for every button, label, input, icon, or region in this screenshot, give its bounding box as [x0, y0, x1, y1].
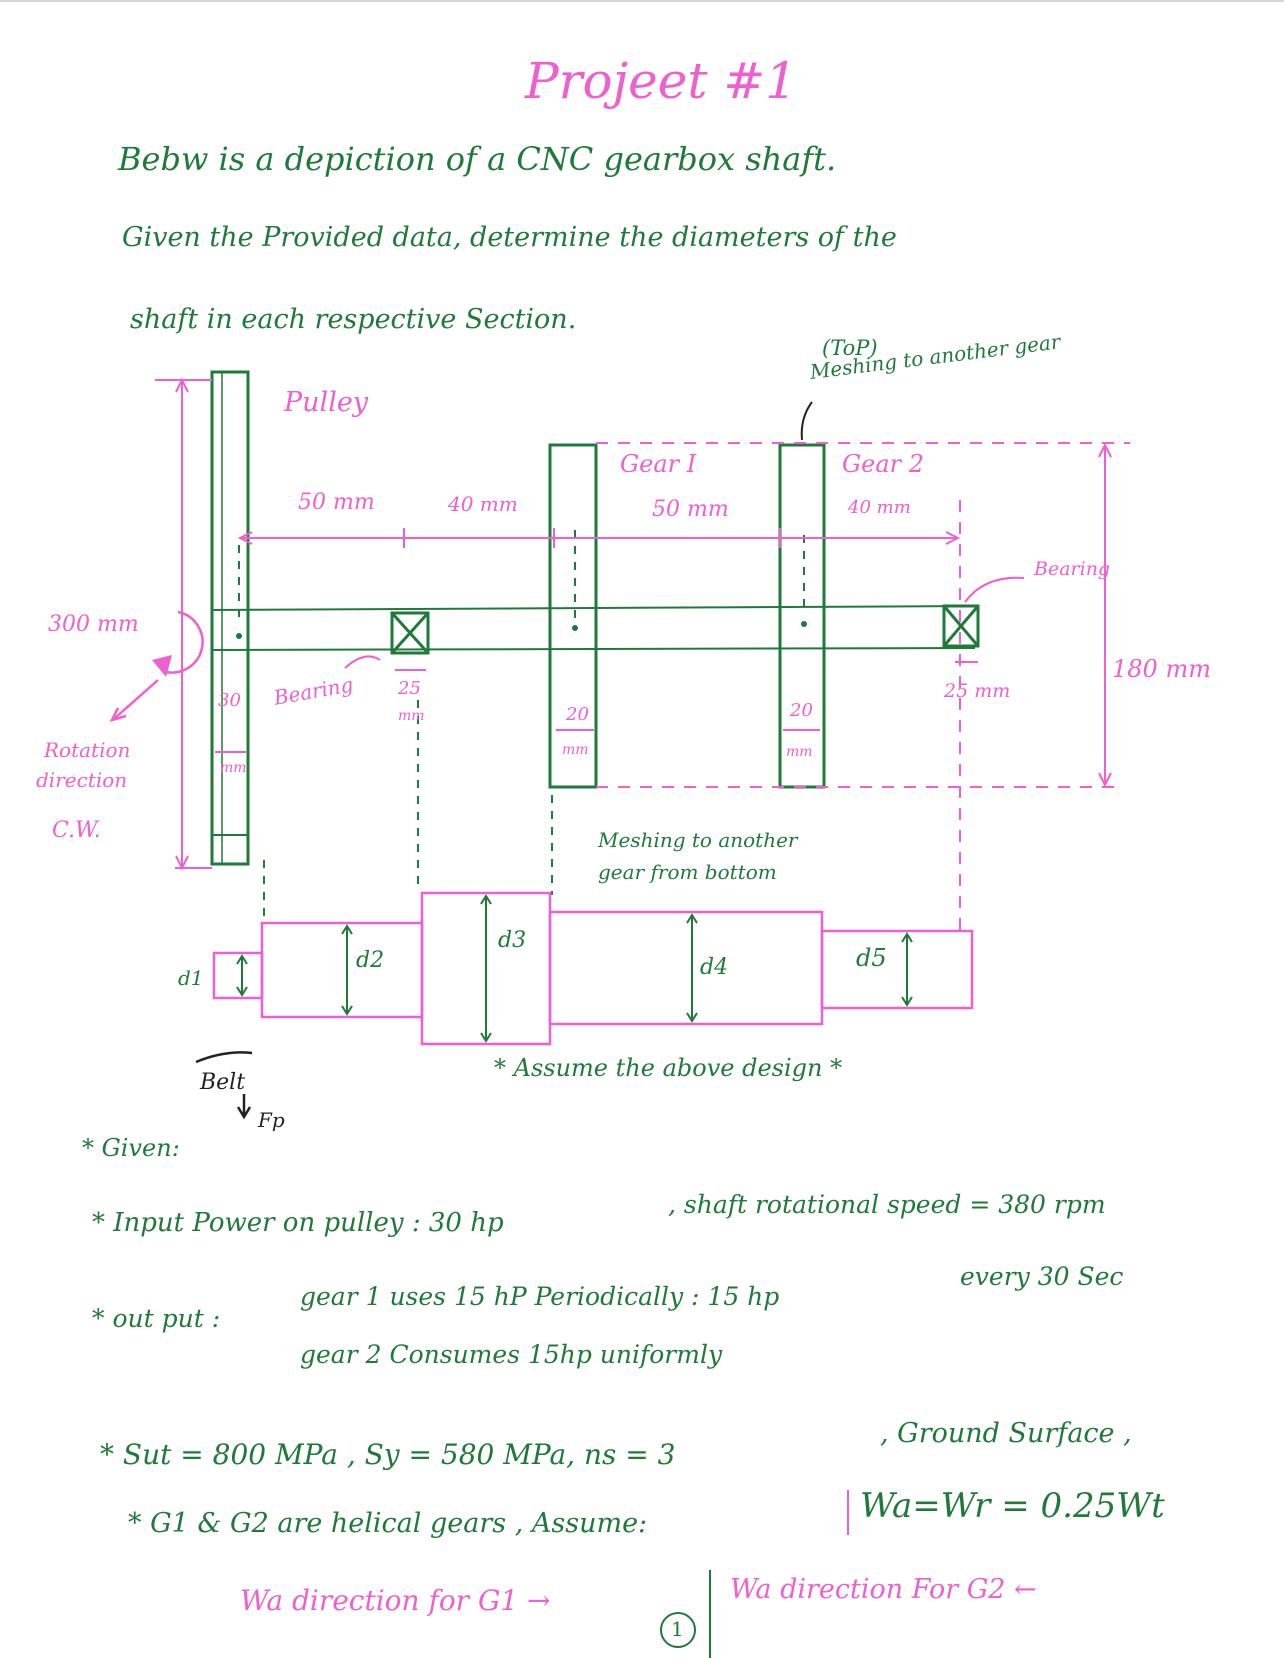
belt-force-arrow	[195, 1051, 253, 1120]
centre-dash-lines	[238, 530, 805, 920]
rotation-line-2: direction	[36, 768, 128, 792]
shaft-centre-dot	[572, 625, 578, 631]
gear-2-label: Gear 2	[842, 450, 925, 478]
dim-50-left: 50 mm	[298, 490, 375, 515]
rotation-arrow	[109, 610, 204, 722]
shaft-centre-dot	[236, 633, 242, 639]
dim-spacing-line	[237, 528, 961, 548]
rotation-line-1: Rotation	[44, 738, 131, 762]
dim-30-unit: mm	[220, 760, 247, 776]
dim-40-right: 40 mm	[848, 497, 911, 518]
pulley-label: Pulley	[284, 387, 369, 418]
dim-40-left: 40 mm	[448, 492, 518, 516]
rotation-line-3: C.W.	[52, 818, 101, 843]
dim-50-mid: 50 mm	[652, 497, 729, 522]
dim-20-g2: 20	[790, 700, 813, 721]
bottom-note-line-2: gear from bottom	[598, 860, 777, 884]
every-30-sec: every 30 Sec	[960, 1262, 1124, 1291]
wa-direction-g1: Wa direction for G1 →	[240, 1584, 551, 1617]
gear-1-label: Gear I	[620, 450, 697, 478]
dim-180-label: 180 mm	[1112, 655, 1211, 683]
dim-25-left: 25	[398, 678, 421, 699]
d1-label: d1	[178, 966, 204, 990]
bearing-right-symbol	[942, 604, 980, 648]
input-power: * Input Power on pulley : 30 hp	[92, 1208, 504, 1238]
shaft-speed: , shaft rotational speed = 380 rpm	[668, 1190, 1106, 1219]
intro-line-2: Given the Provided data, determine the d…	[122, 222, 897, 253]
dim-25-left-unit: mm	[398, 708, 425, 724]
gear-2-shape	[778, 443, 826, 789]
pulley-shape	[210, 370, 250, 866]
given-heading: * Given:	[82, 1134, 180, 1162]
top-meshing-arrow	[800, 401, 813, 441]
diameter-arrows	[236, 894, 913, 1043]
project-title: Projeet #1	[525, 52, 798, 110]
dim-20-g1: 20	[566, 704, 589, 725]
helical-note: * G1 & G2 are helical gears , Assume:	[128, 1508, 648, 1539]
dim-width-small	[215, 661, 978, 753]
page-number: 1	[671, 1617, 684, 1641]
wa-direction-g2: Wa direction For G2 ←	[730, 1574, 1037, 1605]
gear-envelope-dashes	[596, 442, 1130, 935]
shaft-axis	[211, 605, 976, 651]
page-number-circle	[660, 1612, 696, 1648]
bearing-right-label: Bearing	[1034, 558, 1111, 580]
dim-300-line	[155, 377, 212, 871]
bearing-left-symbol	[390, 611, 430, 655]
d2-label: d2	[356, 948, 385, 973]
d5-label: d5	[856, 944, 887, 972]
shaft-sections	[212, 891, 974, 1046]
wa-formula: Wa=Wr = 0.25Wt	[860, 1486, 1165, 1526]
bearing-right-leader	[964, 576, 1025, 603]
assume-design-note: * Assume the above design *	[494, 1054, 843, 1082]
d4-label: d4	[700, 955, 729, 980]
output-label: * out put :	[92, 1304, 221, 1333]
top-note-line-1: (ToP)	[822, 336, 878, 360]
bottom-note-line-1: Meshing to another	[598, 828, 798, 852]
belt-label: Belt	[200, 1070, 246, 1095]
surface-finish: , Ground Surface ,	[880, 1418, 1132, 1449]
intro-line-3: shaft in each respective Section.	[130, 304, 577, 335]
dim-20-g2-unit: mm	[786, 744, 813, 760]
gear1-output: gear 1 uses 15 hP Periodically : 15 hp	[300, 1282, 780, 1311]
rotation-arrowhead	[152, 655, 172, 677]
bearing-left-leader	[344, 655, 381, 669]
dim-20-g1-unit: mm	[562, 742, 589, 758]
dim-30-label: 30	[218, 690, 241, 711]
page-top-edge	[0, 0, 1284, 2]
intro-line-1: Bebw is a depiction of a CNC gearbox sha…	[118, 140, 837, 178]
shaft-centre-dot	[801, 621, 807, 627]
d3-label: d3	[498, 928, 527, 953]
gear-1-shape	[548, 443, 598, 789]
material-props: * Sut = 800 MPa , Sy = 580 MPa, ns = 3	[100, 1438, 676, 1471]
dim-25-right: 25 mm	[944, 680, 1011, 702]
dim-300-label: 300 mm	[48, 612, 139, 637]
gear2-output: gear 2 Consumes 15hp uniformly	[300, 1340, 723, 1369]
fp-label: Fp	[258, 1108, 285, 1132]
dim-180-line	[1098, 442, 1112, 788]
